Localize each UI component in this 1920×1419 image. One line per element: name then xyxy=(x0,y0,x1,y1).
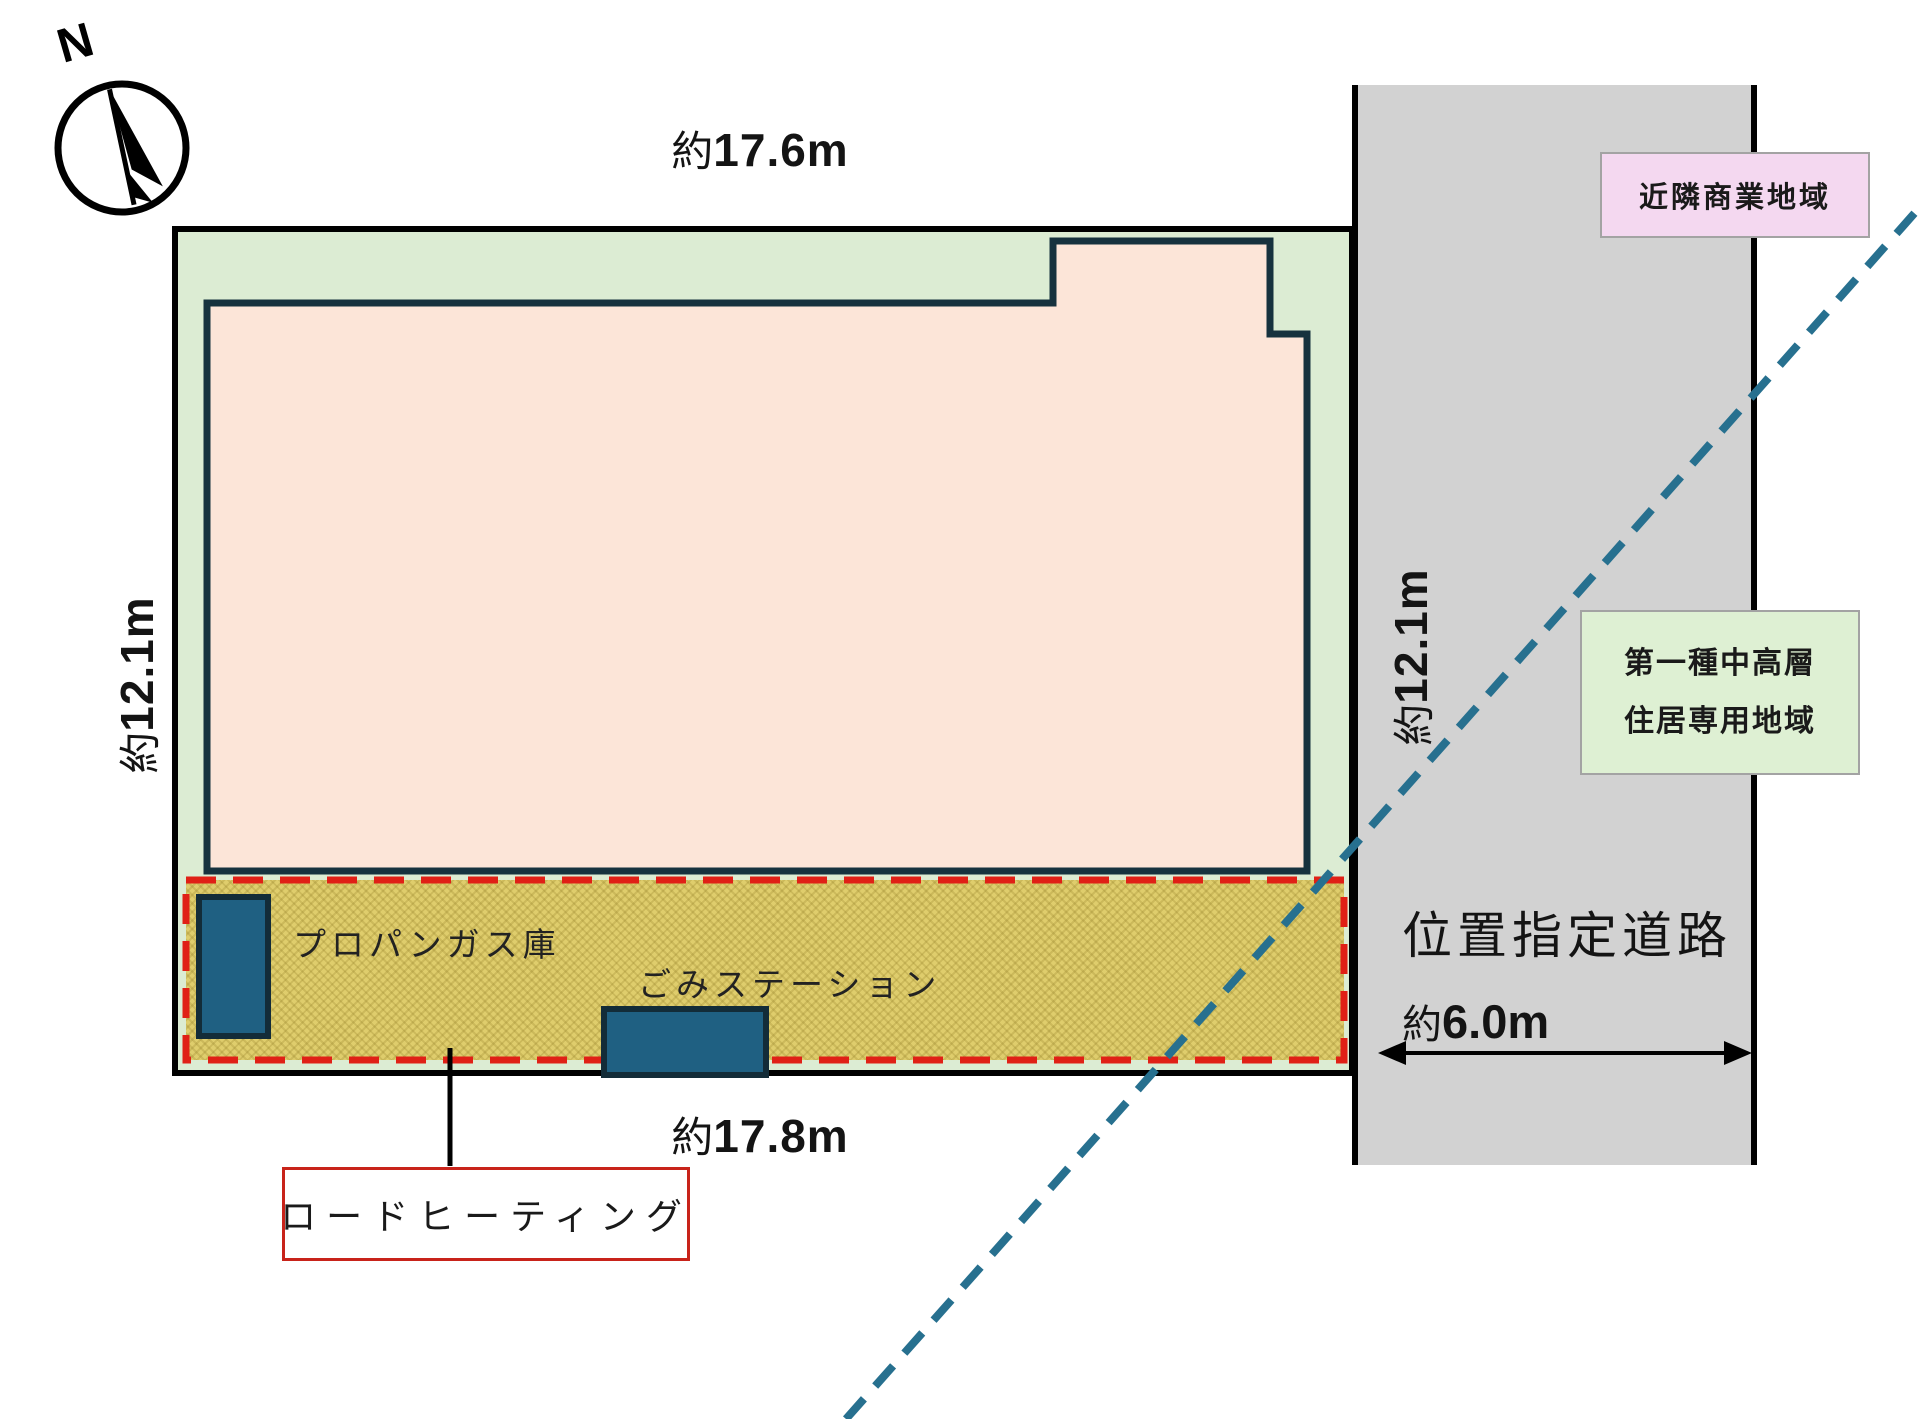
dimension-bottom-value: 17.8m xyxy=(713,1110,849,1162)
road-width-prefix: 約 xyxy=(1402,1003,1442,1047)
propane-gas-storage-label: プロパンガス庫 xyxy=(293,926,561,963)
north-arrow-icon xyxy=(54,80,190,216)
zone-tag-commercial-text: 近隣商業地域 xyxy=(1638,182,1831,214)
zone-tag-residential-line2: 住居専用地域 xyxy=(1624,704,1816,738)
dimension-road-side-prefix: 約 xyxy=(1390,703,1438,746)
road-width-label: 約6.0m xyxy=(1402,992,1549,1050)
road-heating-label-text: ロードヒーティング xyxy=(280,1196,692,1237)
dimension-bottom-prefix: 約 xyxy=(671,1114,714,1161)
compass-north-label: N xyxy=(51,13,100,74)
garbage-station-label: ごみステーション xyxy=(638,966,942,1003)
dimension-top-prefix: 約 xyxy=(671,128,714,175)
dimension-road-side-value: 12.1m xyxy=(1385,568,1437,704)
zone-tag-commercial: 近隣商業地域 xyxy=(1600,152,1870,238)
road-heating-label-box: ロードヒーティング xyxy=(280,1167,692,1261)
zone-tag-residential: 第一種中高層 住居専用地域 xyxy=(1580,610,1860,775)
road-name-label: 位置指定道路 xyxy=(1402,908,1732,964)
dimension-bottom: 約17.8m xyxy=(520,1104,1000,1165)
road-width-value: 6.0m xyxy=(1442,995,1550,1048)
zone-tag-residential-line1: 第一種中高層 xyxy=(1624,646,1816,680)
dimension-top: 約17.6m xyxy=(520,118,1000,179)
dimension-left-value: 12.1m xyxy=(111,596,163,732)
dimension-top-value: 17.6m xyxy=(713,124,849,176)
dimension-left-prefix: 約 xyxy=(116,731,164,774)
